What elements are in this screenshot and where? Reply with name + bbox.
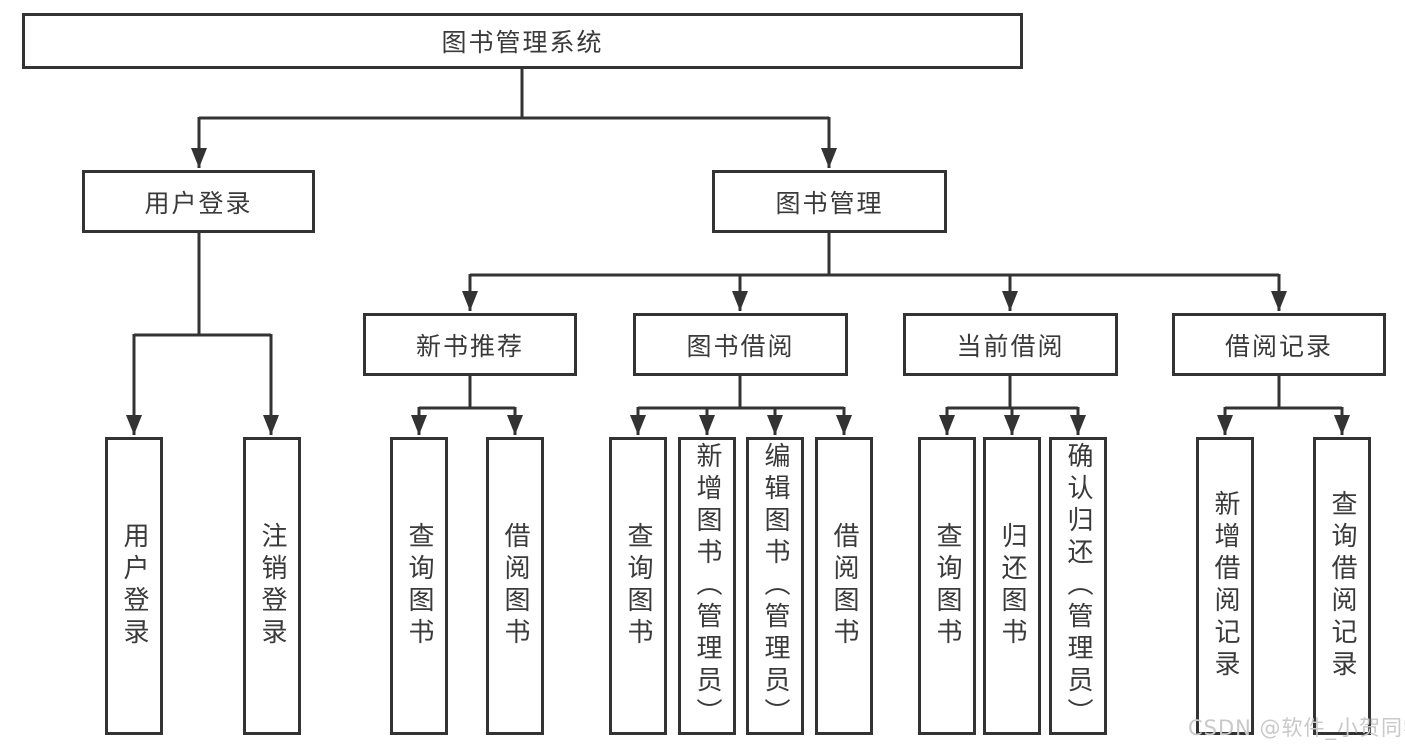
- node-root-label: 图书管理系统: [441, 28, 604, 57]
- leaf-query-book-current-label: 查询图书: [932, 522, 962, 650]
- node-borrow-record: 借阅记录: [1172, 313, 1386, 376]
- leaf-confirm-return-admin: 确认归还（管理员）: [1049, 437, 1107, 735]
- leaf-edit-book-admin-label: 编辑图书（管理员）: [760, 442, 790, 730]
- leaf-add-book-admin: 新增图书（管理员）: [678, 437, 736, 735]
- node-current-borrow-label: 当前借阅: [956, 331, 1065, 361]
- leaf-return-book-label: 归还图书: [997, 522, 1027, 650]
- node-user-login-label: 用户登录: [144, 188, 253, 218]
- connector-current-borrow: [939, 376, 1086, 435]
- leaf-query-book-borrow: 查询图书: [609, 437, 667, 735]
- leaf-query-borrow-record: 查询借阅记录: [1313, 437, 1371, 735]
- node-book-management: 图书管理: [712, 170, 947, 233]
- node-root: 图书管理系统: [22, 13, 1023, 69]
- node-book-borrow-label: 图书借阅: [686, 331, 795, 361]
- csdn-watermark: CSDN @软件_小贺同学: [1188, 716, 1405, 740]
- connector-book-management: [462, 233, 1287, 311]
- leaf-borrow-book-recommend-label: 借阅图书: [500, 522, 530, 650]
- leaf-query-book-current: 查询图书: [918, 437, 976, 735]
- leaf-query-book-recommend: 查询图书: [390, 437, 448, 735]
- node-book-borrow: 图书借阅: [633, 313, 848, 376]
- node-current-borrow: 当前借阅: [903, 313, 1118, 376]
- leaf-user-login-label: 用户登录: [119, 522, 149, 650]
- connector-root: [191, 69, 837, 168]
- leaf-logout: 注销登录: [243, 437, 301, 735]
- leaf-borrow-book-label: 借阅图书: [829, 522, 859, 650]
- leaf-add-borrow-record-label: 新增借阅记录: [1210, 490, 1240, 682]
- node-new-book-recommend-label: 新书推荐: [415, 331, 524, 361]
- leaf-return-book: 归还图书: [983, 437, 1041, 735]
- leaf-query-book-recommend-label: 查询图书: [404, 522, 434, 650]
- leaf-borrow-book: 借阅图书: [815, 437, 873, 735]
- node-borrow-record-label: 借阅记录: [1224, 331, 1333, 361]
- leaf-confirm-return-admin-label: 确认归还（管理员）: [1063, 442, 1093, 730]
- connector-borrow-record: [1217, 376, 1350, 435]
- leaf-query-borrow-record-label: 查询借阅记录: [1327, 490, 1357, 682]
- leaf-query-book-borrow-label: 查询图书: [623, 522, 653, 650]
- leaf-logout-label: 注销登录: [257, 522, 287, 650]
- node-new-book-recommend: 新书推荐: [363, 313, 577, 376]
- connector-user-login: [126, 233, 279, 435]
- leaf-add-book-admin-label: 新增图书（管理员）: [692, 442, 722, 730]
- node-book-management-label: 图书管理: [775, 188, 884, 218]
- leaf-user-login: 用户登录: [105, 437, 163, 735]
- node-user-login: 用户登录: [82, 170, 315, 233]
- leaf-borrow-book-recommend: 借阅图书: [486, 437, 544, 735]
- connector-new-book: [411, 376, 523, 435]
- connector-book-borrow: [630, 376, 852, 435]
- leaf-add-borrow-record: 新增借阅记录: [1196, 437, 1254, 735]
- leaf-edit-book-admin: 编辑图书（管理员）: [746, 437, 804, 735]
